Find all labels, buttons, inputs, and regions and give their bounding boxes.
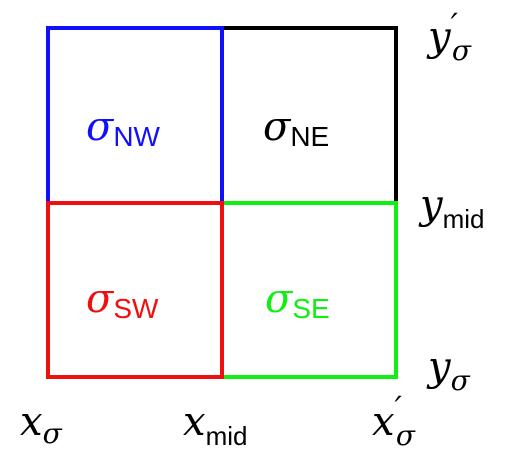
x-mid-label: xmid bbox=[183, 399, 247, 451]
quadrant-ne-box bbox=[220, 26, 398, 205]
quadrant-nw-box bbox=[46, 26, 224, 205]
y-top-label: y′σ bbox=[426, 6, 472, 67]
y-bottom-label: yσ bbox=[426, 344, 471, 397]
quadrant-sw-label: σSW bbox=[86, 276, 159, 324]
y-mid-label: ymid bbox=[418, 182, 485, 234]
quadrant-ne-label: σNE bbox=[263, 104, 329, 152]
x-left-label: xσ bbox=[20, 399, 63, 450]
quadrant-sw-box bbox=[46, 201, 224, 379]
quadrant-nw-label: σNW bbox=[86, 104, 161, 152]
x-right-label: x′σ bbox=[372, 389, 416, 452]
quadrant-se-box bbox=[220, 201, 398, 379]
quadrant-se-label: σSE bbox=[265, 276, 330, 324]
